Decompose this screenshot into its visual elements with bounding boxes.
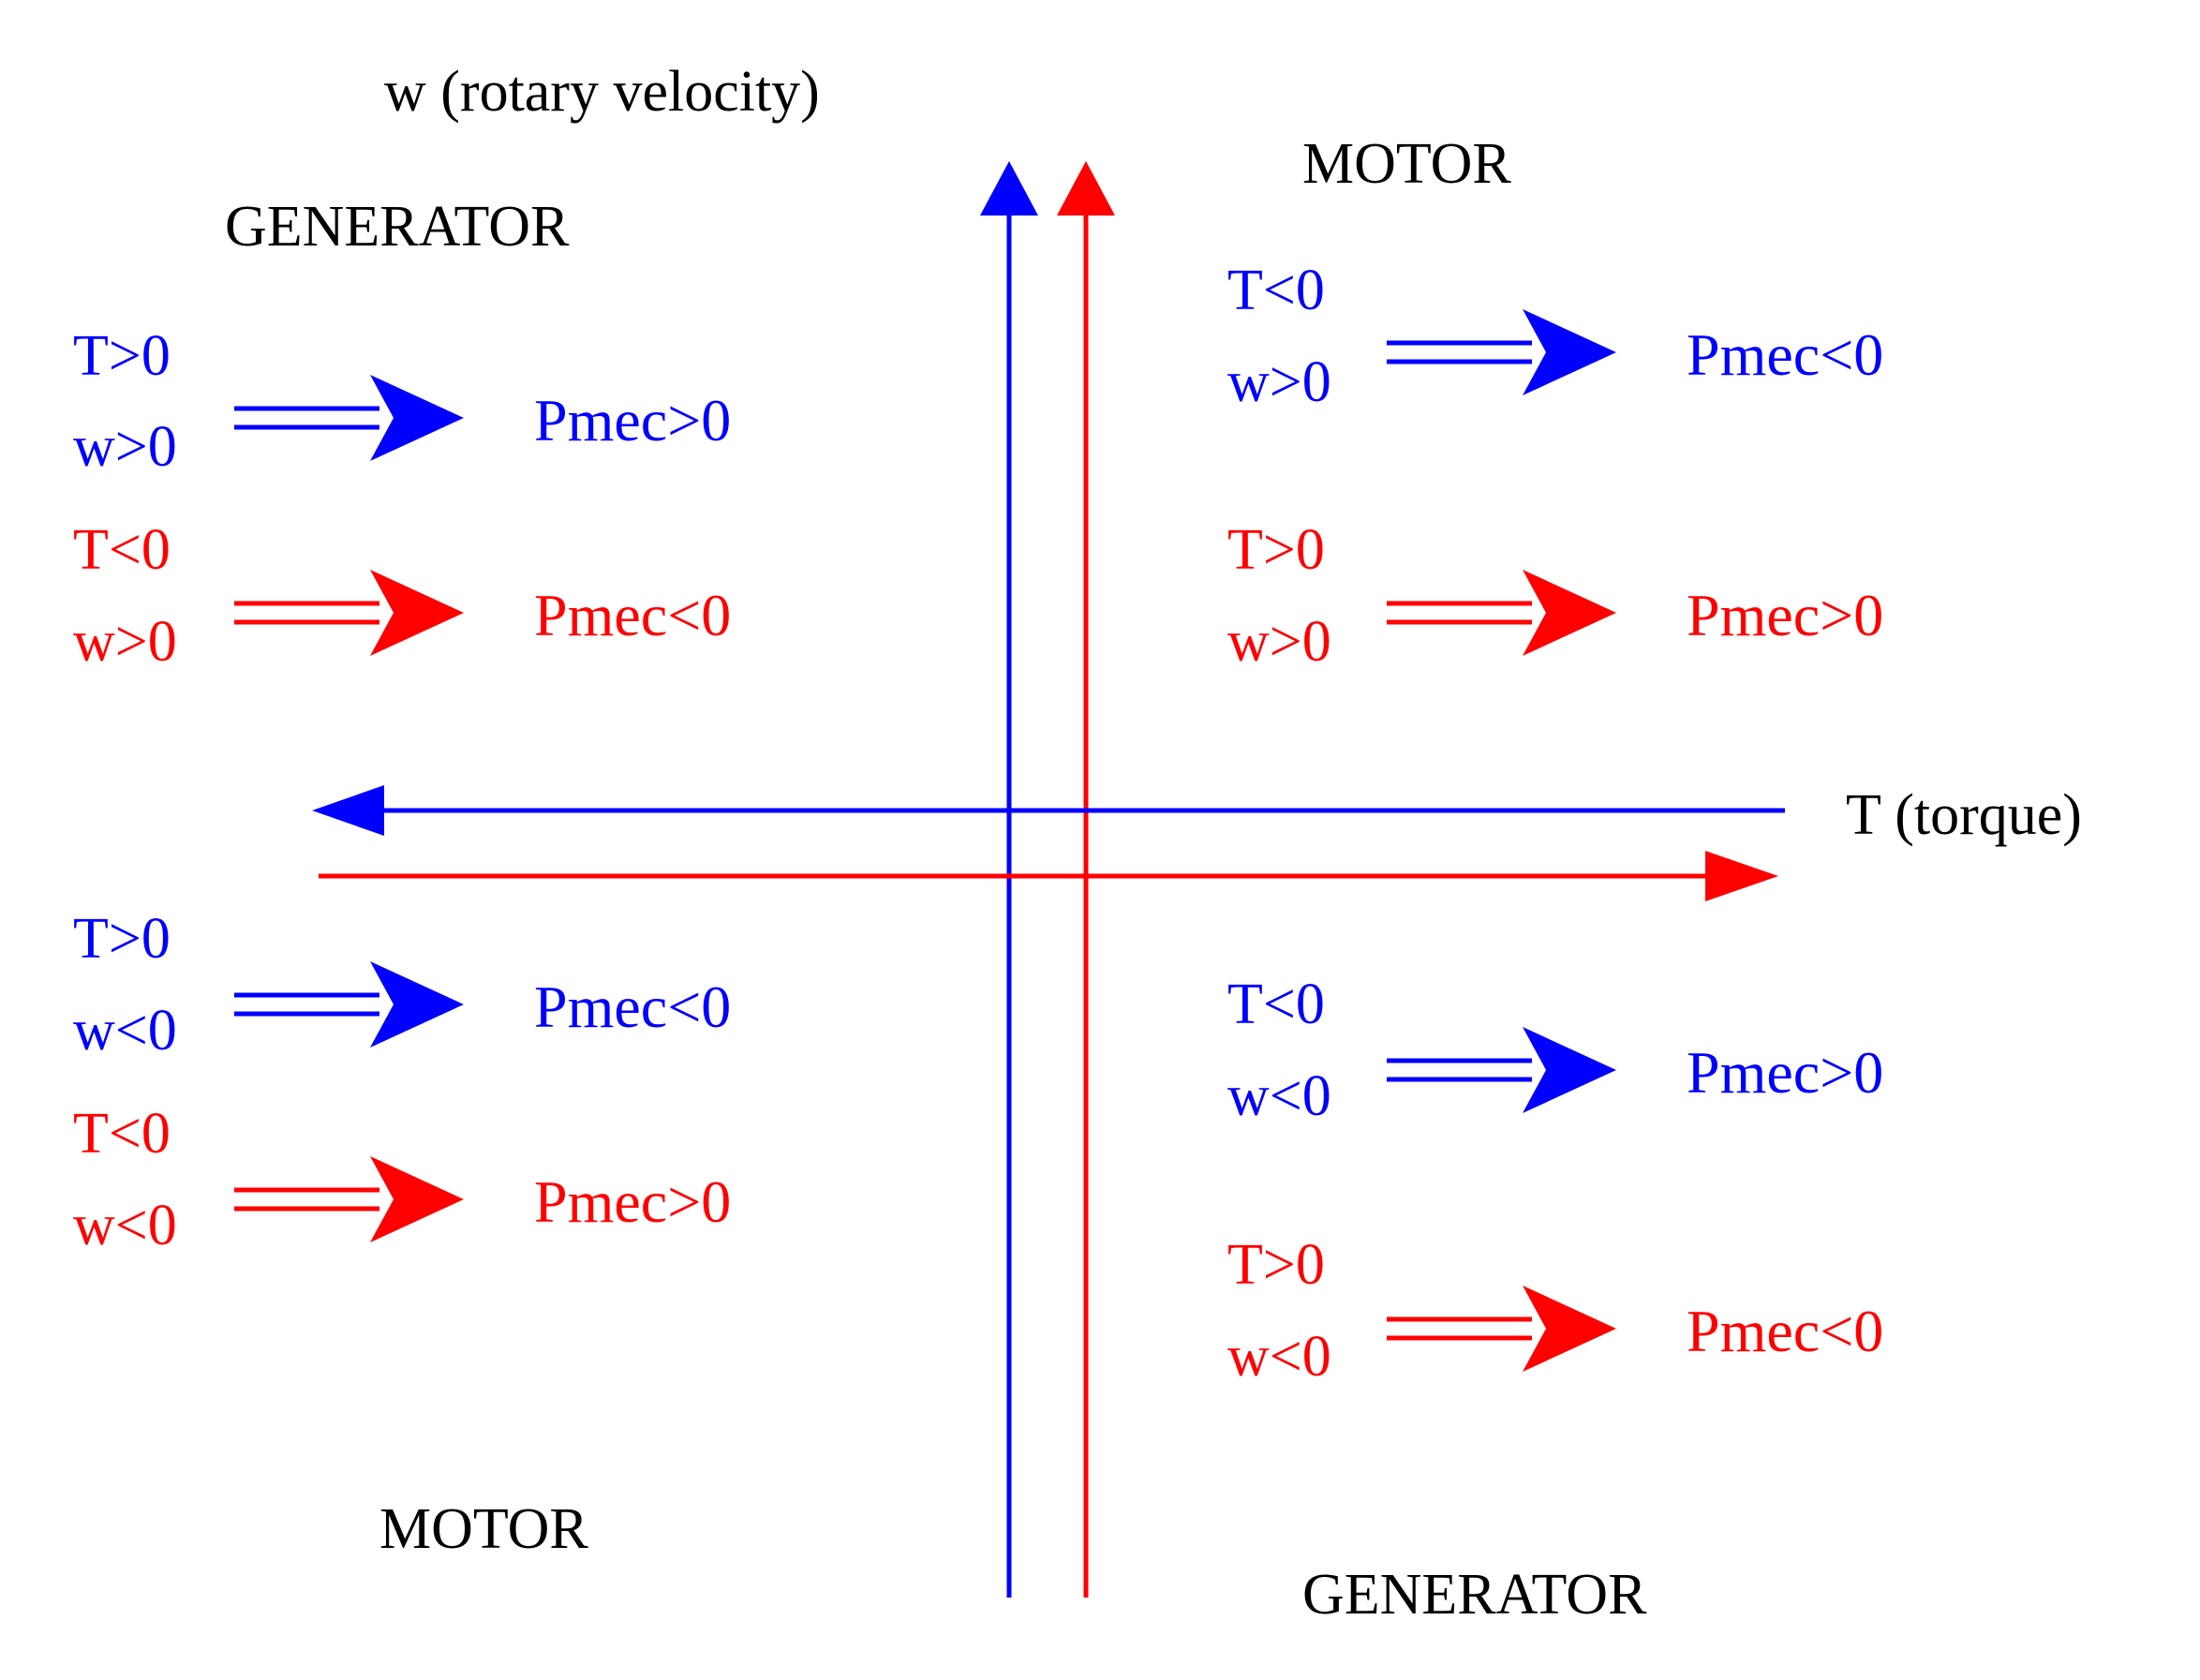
torque-condition: T<0 [73, 518, 171, 582]
case-bottom-left-blue: T>0 w<0 Pmec<0 [73, 907, 731, 1063]
velocity-condition: w<0 [73, 999, 177, 1063]
torque-condition: T>0 [1227, 518, 1325, 582]
power-result: Pmec>0 [1687, 582, 1883, 648]
power-result: Pmec>0 [534, 1168, 731, 1235]
torque-condition: T<0 [73, 1102, 171, 1166]
torque-condition: T>0 [73, 324, 171, 388]
region-label-bottom-left: MOTOR [379, 1497, 588, 1561]
case-top-left-blue: T>0 w>0 Pmec>0 [73, 324, 731, 479]
implies-arrow [1387, 570, 1616, 656]
blue-horizontal-arrowhead [312, 785, 384, 836]
velocity-condition: w<0 [1227, 1064, 1331, 1128]
power-result: Pmec<0 [1687, 1298, 1883, 1364]
power-result: Pmec<0 [534, 582, 731, 648]
implies-arrow [234, 961, 464, 1048]
case-bottom-right-blue: T<0 w<0 Pmec>0 [1227, 973, 1883, 1128]
region-label-top-right: MOTOR [1302, 132, 1511, 196]
red-horizontal-arrowhead [1705, 851, 1778, 901]
torque-condition: T<0 [1227, 259, 1325, 322]
implies-arrow [1387, 1286, 1616, 1372]
implies-arrow [1387, 309, 1616, 395]
region-label-top-left: GENERATOR [225, 195, 570, 259]
blue-vertical-arrowhead [980, 161, 1038, 216]
power-result: Pmec<0 [534, 974, 731, 1040]
torque-condition: T>0 [1227, 1233, 1325, 1297]
region-label-bottom-right: GENERATOR [1302, 1563, 1647, 1627]
axes [312, 161, 1785, 1598]
power-result: Pmec<0 [1687, 321, 1883, 388]
implies-arrow [1387, 1027, 1616, 1113]
vertical-axis-label: w (rotary velocity) [384, 60, 820, 124]
implies-arrow [234, 570, 464, 656]
torque-condition: T<0 [1227, 973, 1325, 1036]
case-top-right-blue: T<0 w>0 Pmec<0 [1227, 259, 1883, 414]
velocity-condition: w<0 [1227, 1325, 1331, 1389]
red-vertical-arrowhead [1057, 161, 1115, 216]
velocity-condition: w>0 [1227, 350, 1331, 414]
case-top-right-red: T>0 w>0 Pmec>0 [1227, 518, 1883, 674]
power-result: Pmec>0 [1687, 1039, 1883, 1106]
case-top-left-red: T<0 w>0 Pmec<0 [73, 518, 731, 674]
case-bottom-left-red: T<0 w<0 Pmec>0 [73, 1102, 731, 1257]
velocity-condition: w>0 [1227, 610, 1331, 674]
torque-condition: T>0 [73, 907, 171, 971]
velocity-condition: w>0 [73, 610, 177, 674]
implies-arrow [234, 375, 464, 461]
velocity-condition: w<0 [73, 1194, 177, 1257]
velocity-condition: w>0 [73, 415, 177, 479]
horizontal-axis-label: T (torque) [1846, 783, 2082, 847]
power-result: Pmec>0 [534, 387, 731, 453]
implies-arrow [234, 1156, 464, 1242]
case-bottom-right-red: T>0 w<0 Pmec<0 [1227, 1233, 1883, 1389]
